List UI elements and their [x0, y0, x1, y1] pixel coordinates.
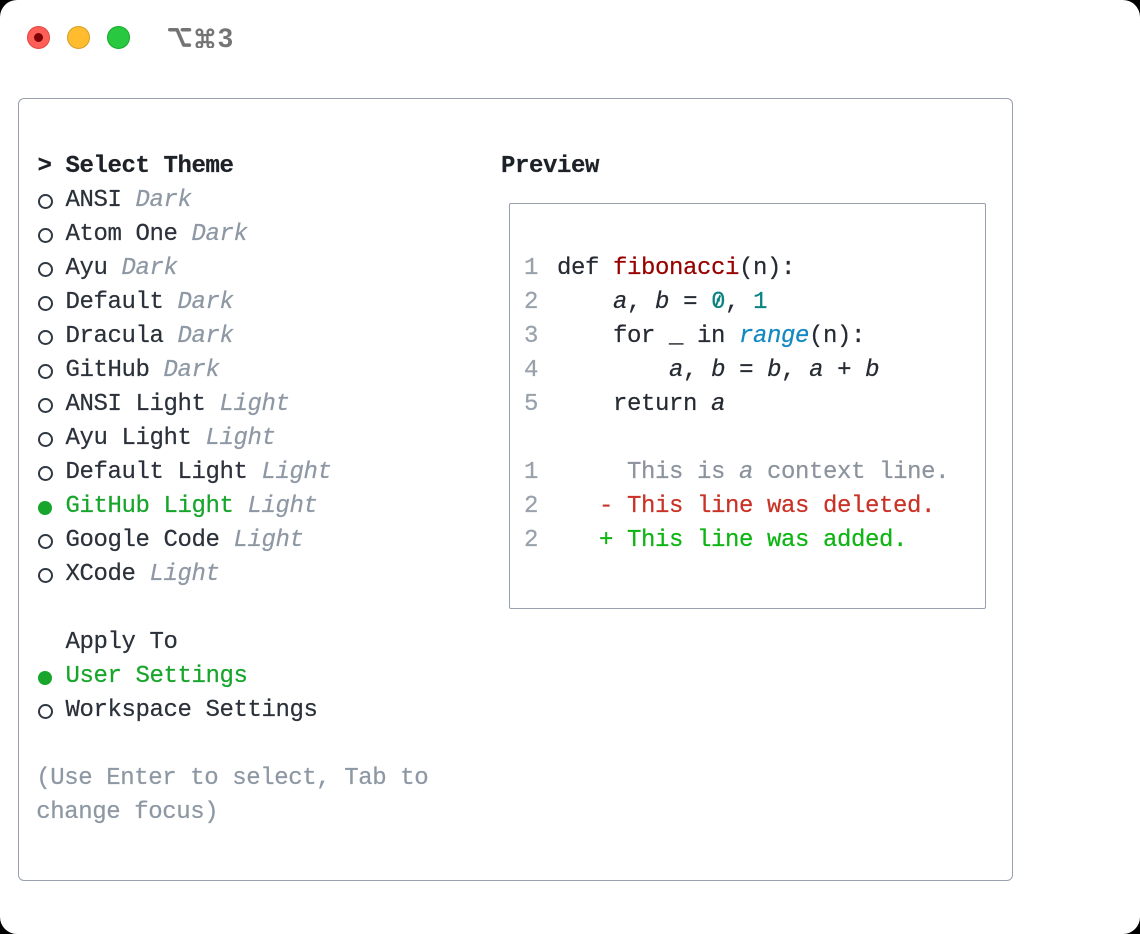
svg-text:3: 3	[218, 26, 233, 48]
